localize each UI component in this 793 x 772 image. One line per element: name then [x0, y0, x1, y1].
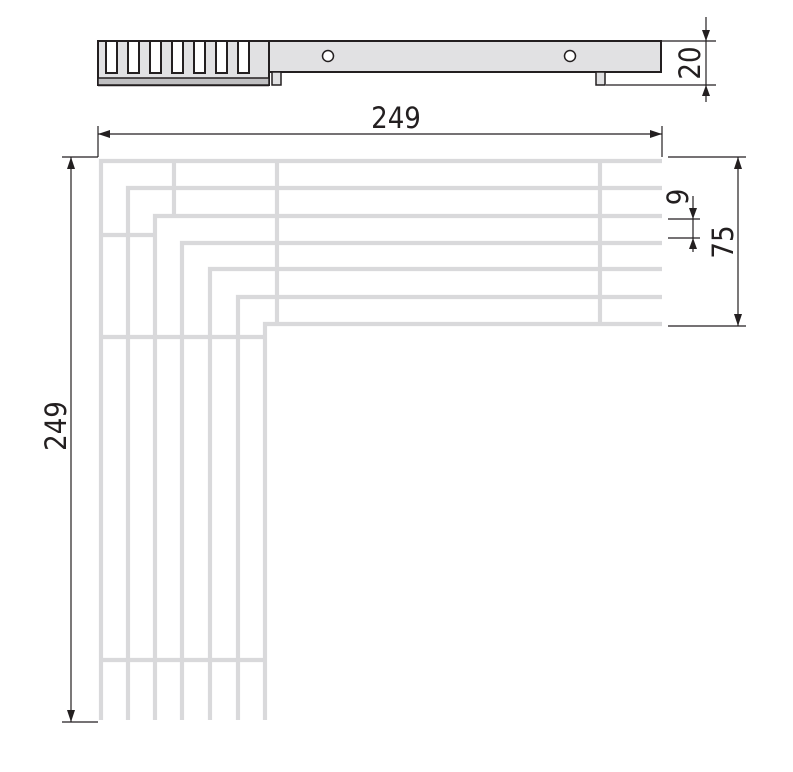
l-bar-6-outline	[236, 295, 662, 720]
dimension-depth: 75	[668, 156, 746, 327]
dimension-length-top-label: 249	[371, 101, 421, 135]
mounting-hole-left	[321, 49, 335, 63]
l-bar-4	[179, 240, 662, 720]
l-bar-5	[207, 266, 662, 720]
dimension-length-top: 249	[97, 101, 663, 157]
l-bar-6	[235, 294, 662, 720]
l-bar-5-outline	[208, 267, 662, 720]
mounting-hole-right	[563, 49, 577, 63]
l-bar-7	[262, 321, 662, 720]
dimension-height-label: 20	[673, 46, 707, 79]
side-view-foot-right	[595, 71, 606, 86]
l-bar-3-outline	[153, 214, 662, 720]
l-bar-2	[125, 185, 662, 720]
dimension-spacing-label: 9	[661, 189, 695, 206]
l-bar-4-outline	[180, 241, 662, 720]
l-bar-3	[152, 213, 662, 720]
side-view-base	[97, 77, 270, 86]
dimension-length-left-label: 249	[39, 401, 73, 451]
top-view-grid	[98, 158, 662, 720]
dimension-depth-label: 75	[706, 225, 740, 258]
dimension-length-left: 249	[39, 156, 98, 723]
side-view-foot-left	[271, 71, 282, 86]
dimension-spacing: 9	[661, 189, 700, 252]
l-bar-1	[98, 158, 662, 720]
dimension-height: 20	[606, 17, 716, 102]
side-view	[97, 40, 662, 87]
l-bar-7-outline	[263, 322, 662, 720]
